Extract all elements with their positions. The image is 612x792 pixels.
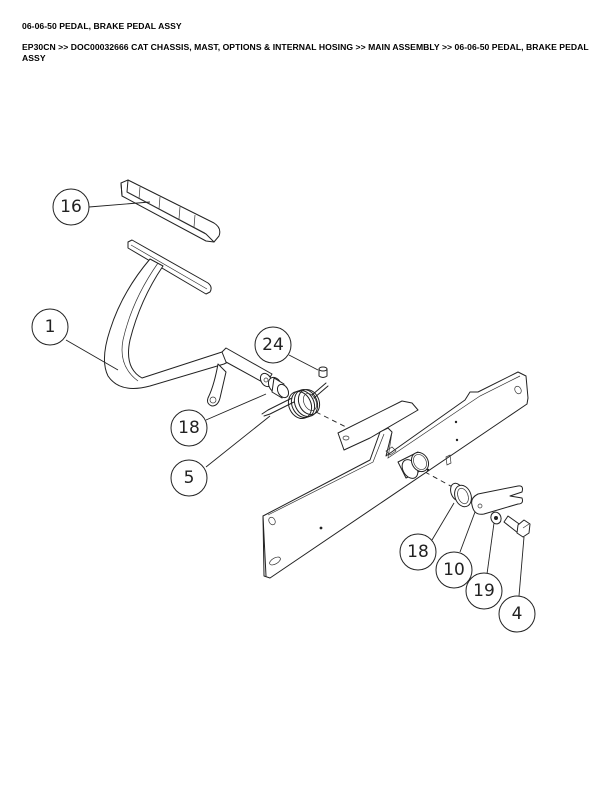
mounting-bracket-part	[262, 371, 529, 579]
callout-19[interactable]: 19	[465, 572, 503, 610]
callout-label: 19	[473, 581, 495, 601]
callout-label: 4	[512, 604, 523, 624]
breadcrumb: EP30CN >> DOC00032666 CAT CHASSIS, MAST,…	[22, 42, 589, 63]
leader-lines	[65, 201, 525, 597]
callout-5[interactable]: 5	[170, 459, 208, 497]
callout-label: 1	[45, 317, 56, 337]
hex-bolt-part	[503, 515, 531, 538]
callout-label: 24	[262, 335, 284, 355]
callout-label: 10	[443, 560, 465, 580]
callout-label: 18	[407, 542, 429, 562]
bushing-upper-part	[267, 376, 290, 399]
lever-plate-part	[471, 485, 523, 515]
pedal-pad-part	[120, 179, 221, 243]
callout-label: 18	[178, 418, 200, 438]
callout-4[interactable]: 4	[498, 595, 536, 633]
callout-label: 16	[60, 197, 82, 217]
torsion-spring-part	[261, 382, 329, 420]
grease-fitting-part	[318, 366, 328, 378]
lock-washer-part	[490, 511, 502, 525]
assembly-axis	[315, 411, 353, 431]
callout-18-lower[interactable]: 18	[399, 533, 437, 571]
bushing-lower-part	[450, 482, 472, 508]
callout-label: 5	[184, 468, 195, 488]
callout-16[interactable]: 16	[52, 188, 90, 226]
callout-1[interactable]: 1	[31, 308, 69, 346]
callout-18-upper[interactable]: 18	[170, 409, 208, 447]
page-title: 06-06-50 PEDAL, BRAKE PEDAL ASSY	[22, 21, 182, 31]
callout-24[interactable]: 24	[254, 326, 292, 364]
callout-10[interactable]: 10	[435, 551, 473, 589]
pedal-arm-part	[104, 239, 273, 407]
